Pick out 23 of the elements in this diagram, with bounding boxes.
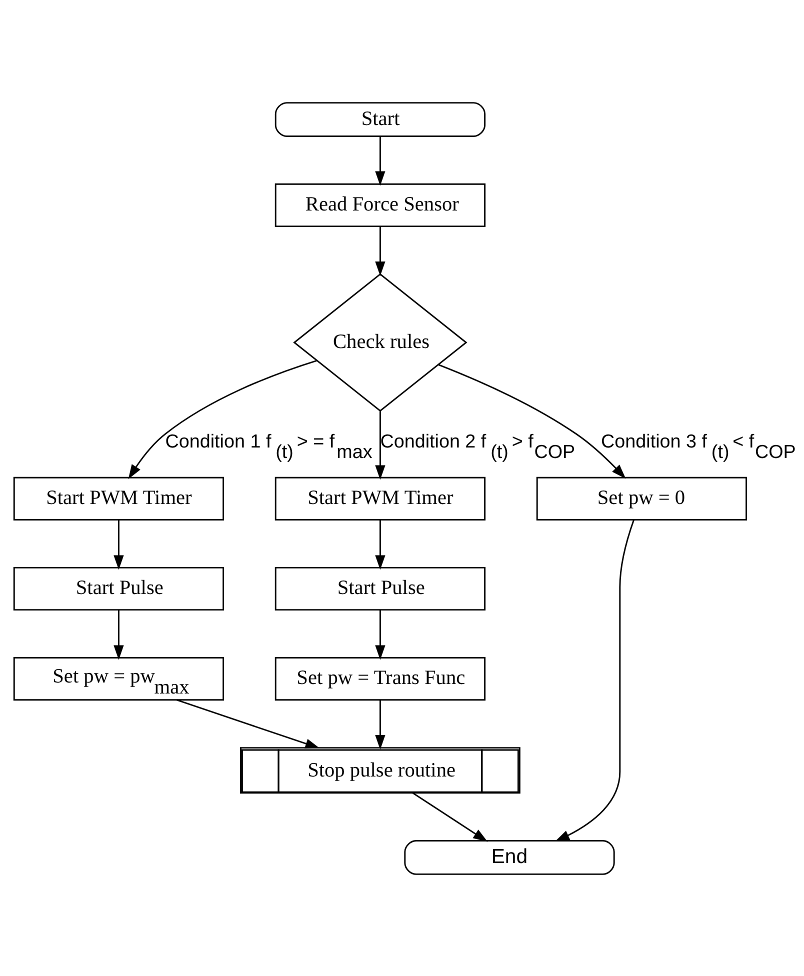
node-box: Start PWM Timer [274,476,486,520]
arrow [554,519,634,842]
node-box: Read Force Sensor [274,182,486,227]
node-box: Set pw = Trans Func [274,656,486,700]
arrow [375,410,386,480]
node-box: End [404,840,615,874]
node-box: Start Pulse [13,566,224,610]
arrow [375,609,386,660]
arrow [375,136,386,186]
arrow [438,364,626,478]
node-diamond: Check rules [293,272,468,412]
arrow [412,792,488,842]
node-box: Start [274,102,486,136]
arrow [176,698,320,748]
node-box: Start PWM Timer [13,476,224,520]
arrow [375,519,386,570]
arrow [128,359,317,479]
arrow [375,699,386,750]
arrow [114,609,124,660]
node-box: Set pw = 0 [536,476,748,520]
arrow [114,519,124,570]
arrow [375,226,386,276]
node-box: Start Pulse [274,566,486,610]
